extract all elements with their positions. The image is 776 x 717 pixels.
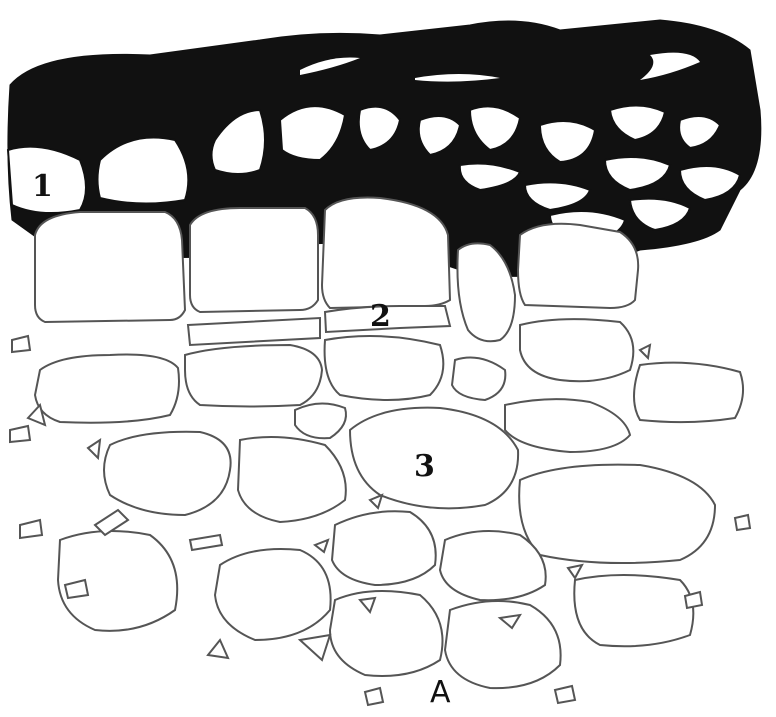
label-3: 3 (414, 449, 435, 484)
label-1: 1 (32, 169, 53, 204)
label-2: 2 (370, 299, 391, 334)
label-a: A (430, 675, 451, 710)
inner-cells (35, 319, 743, 688)
